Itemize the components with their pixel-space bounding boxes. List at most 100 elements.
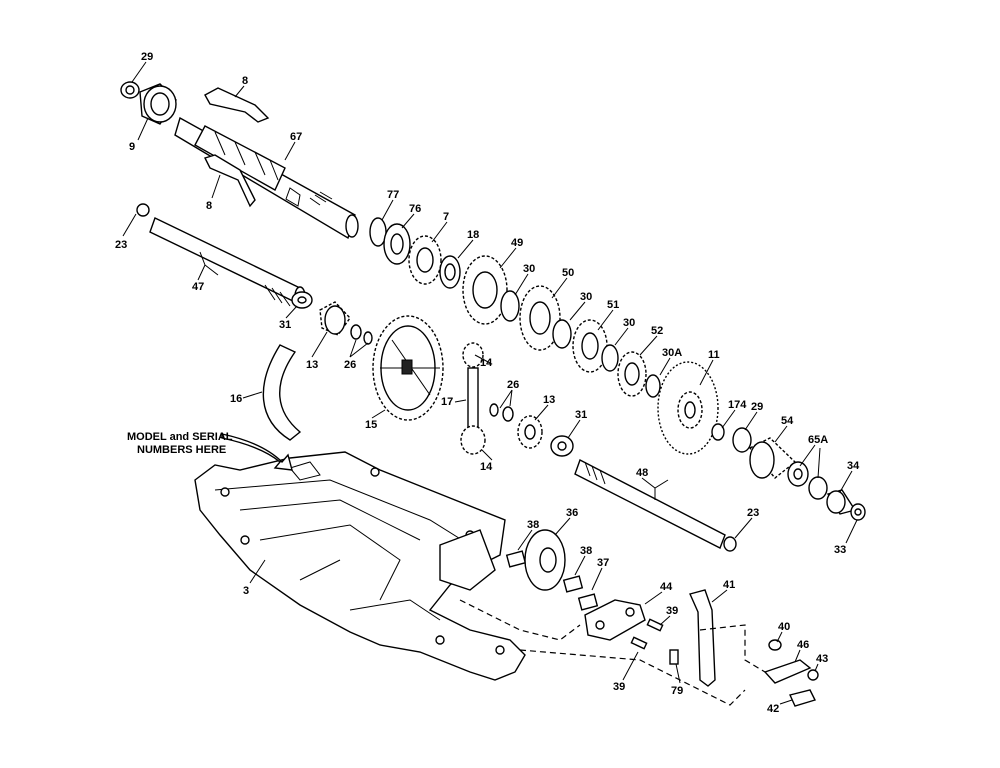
bevel-gear-13-b xyxy=(517,415,543,449)
washer-30-c xyxy=(601,344,619,372)
part-label: 29 xyxy=(751,401,763,413)
pad-38-b xyxy=(562,575,584,593)
part-label: 41 xyxy=(723,579,735,591)
part-label: 50 xyxy=(562,267,574,279)
part-label: 67 xyxy=(290,131,302,143)
part-label: 31 xyxy=(279,319,291,331)
part-label: 174 xyxy=(728,399,747,411)
washer-30-b xyxy=(552,319,572,349)
gear-52 xyxy=(617,351,647,397)
gear-49 xyxy=(462,255,508,325)
fork-8-bottom xyxy=(204,154,256,208)
part-label: 30A xyxy=(662,347,682,359)
snapring-23-b xyxy=(723,536,737,552)
washer-30-a xyxy=(500,290,520,322)
part-label: 44 xyxy=(660,581,673,593)
part-label: 37 xyxy=(597,557,609,569)
part-label: 26 xyxy=(507,379,519,391)
part-label: 29 xyxy=(141,51,153,63)
diff-pinions xyxy=(460,342,514,455)
part-label: 39 xyxy=(666,605,678,617)
caliper-44 xyxy=(584,599,646,641)
part-label: 52 xyxy=(651,325,663,337)
pinion-54 xyxy=(748,437,797,479)
part-label: 8 xyxy=(206,200,212,212)
part-label: 65A xyxy=(808,434,828,446)
washer-40 xyxy=(768,639,782,651)
gear-50 xyxy=(519,285,561,351)
part-label: 11 xyxy=(708,349,720,361)
part-label: 8 xyxy=(242,75,248,87)
shaft-48 xyxy=(574,459,737,552)
pin-39-b xyxy=(630,636,648,650)
part-label: 43 xyxy=(816,653,828,665)
model-serial-note-line2: NUMBERS HERE xyxy=(137,444,226,456)
shaft-47 xyxy=(136,203,373,345)
part-label: 76 xyxy=(409,203,421,215)
part-label: 9 xyxy=(129,141,135,153)
part-label: 26 xyxy=(344,359,356,371)
washer-65a-b xyxy=(808,476,828,500)
part-label: 49 xyxy=(511,237,523,249)
upper-shaft-assembly xyxy=(120,81,359,240)
part-label: 34 xyxy=(847,460,860,472)
part-label: 30 xyxy=(580,291,592,303)
part-label: 30 xyxy=(623,317,635,329)
part-label: 14 xyxy=(480,357,493,369)
housing-3 xyxy=(194,451,526,681)
part-label: 17 xyxy=(441,396,453,408)
part-label: 14 xyxy=(480,461,493,473)
brake-lever-41 xyxy=(689,589,716,687)
part-label: 38 xyxy=(580,545,592,557)
gear-51 xyxy=(572,319,608,373)
bearing-174 xyxy=(711,423,725,441)
brake-band-16 xyxy=(262,344,302,441)
part-label: 38 xyxy=(527,519,539,531)
part-label: 77 xyxy=(387,189,399,201)
washer-29 xyxy=(732,427,752,453)
nut-79 xyxy=(669,649,679,665)
part-label: 16 xyxy=(230,393,242,405)
bracket-46 xyxy=(763,659,812,684)
pin-39-a xyxy=(646,618,664,632)
part-label: 51 xyxy=(607,299,619,311)
ring-gear-15 xyxy=(372,315,444,421)
part-label: 13 xyxy=(306,359,318,371)
part-label: 39 xyxy=(613,681,625,693)
part-label: 15 xyxy=(365,419,377,431)
part-label: 46 xyxy=(797,639,809,651)
part-label: 47 xyxy=(192,281,204,293)
bearing-9 xyxy=(139,83,177,125)
part-label: 23 xyxy=(747,507,759,519)
part-label: 33 xyxy=(834,544,846,556)
pad-38-a xyxy=(505,550,527,568)
part-label: 31 xyxy=(575,409,587,421)
part-label: 30 xyxy=(523,263,535,275)
part-label: 13 xyxy=(543,394,555,406)
part-label: 40 xyxy=(778,621,790,633)
part-labels: 29 8 9 67 8 77 76 7 18 49 23 47 30 50 30… xyxy=(115,51,860,715)
part-label: 79 xyxy=(671,685,683,697)
part-label: 42 xyxy=(767,703,779,715)
part-label: 7 xyxy=(443,211,449,223)
model-serial-note-line1: MODEL and SERIAL xyxy=(127,431,233,443)
part-label: 3 xyxy=(243,585,249,597)
gear-7 xyxy=(408,235,442,285)
plate-37 xyxy=(577,593,599,611)
nut-43 xyxy=(807,669,819,681)
bolt-42 xyxy=(789,689,816,707)
brake-disc-36 xyxy=(524,529,566,591)
part-label: 18 xyxy=(467,229,479,241)
bevel-gear-13-a xyxy=(319,301,351,336)
bushing-34 xyxy=(826,489,857,515)
note-arrow xyxy=(221,433,293,471)
leader-lines xyxy=(122,61,858,705)
washer-30a xyxy=(645,374,661,398)
part-label: 54 xyxy=(781,415,794,427)
gear-11 xyxy=(657,361,719,455)
fork-8-top xyxy=(204,87,270,123)
part-label: 48 xyxy=(636,467,648,479)
part-label: 23 xyxy=(115,239,127,251)
part-label: 36 xyxy=(566,507,578,519)
